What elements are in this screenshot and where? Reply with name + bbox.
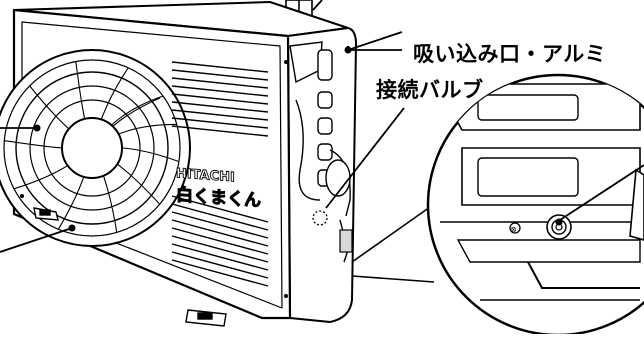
callout-leaders	[0, 31, 405, 253]
zoom-detail: ⊗	[426, 73, 644, 337]
fan-grille	[0, 49, 191, 247]
front-louvres	[171, 61, 269, 287]
connection-valve-label: 接続バルブ	[376, 78, 484, 102]
bottom-leader-dot	[68, 224, 76, 232]
intake-aluminum-fins-label: 吸い込み口・アルミ	[413, 42, 607, 66]
svg-text:⊗: ⊗	[510, 225, 517, 234]
unit-feet	[33, 207, 227, 327]
brand-logo: HITACHI	[176, 166, 235, 185]
intake-leader-dot	[344, 46, 352, 54]
zoom-connector	[351, 199, 441, 283]
side-intake-grille	[289, 41, 333, 201]
